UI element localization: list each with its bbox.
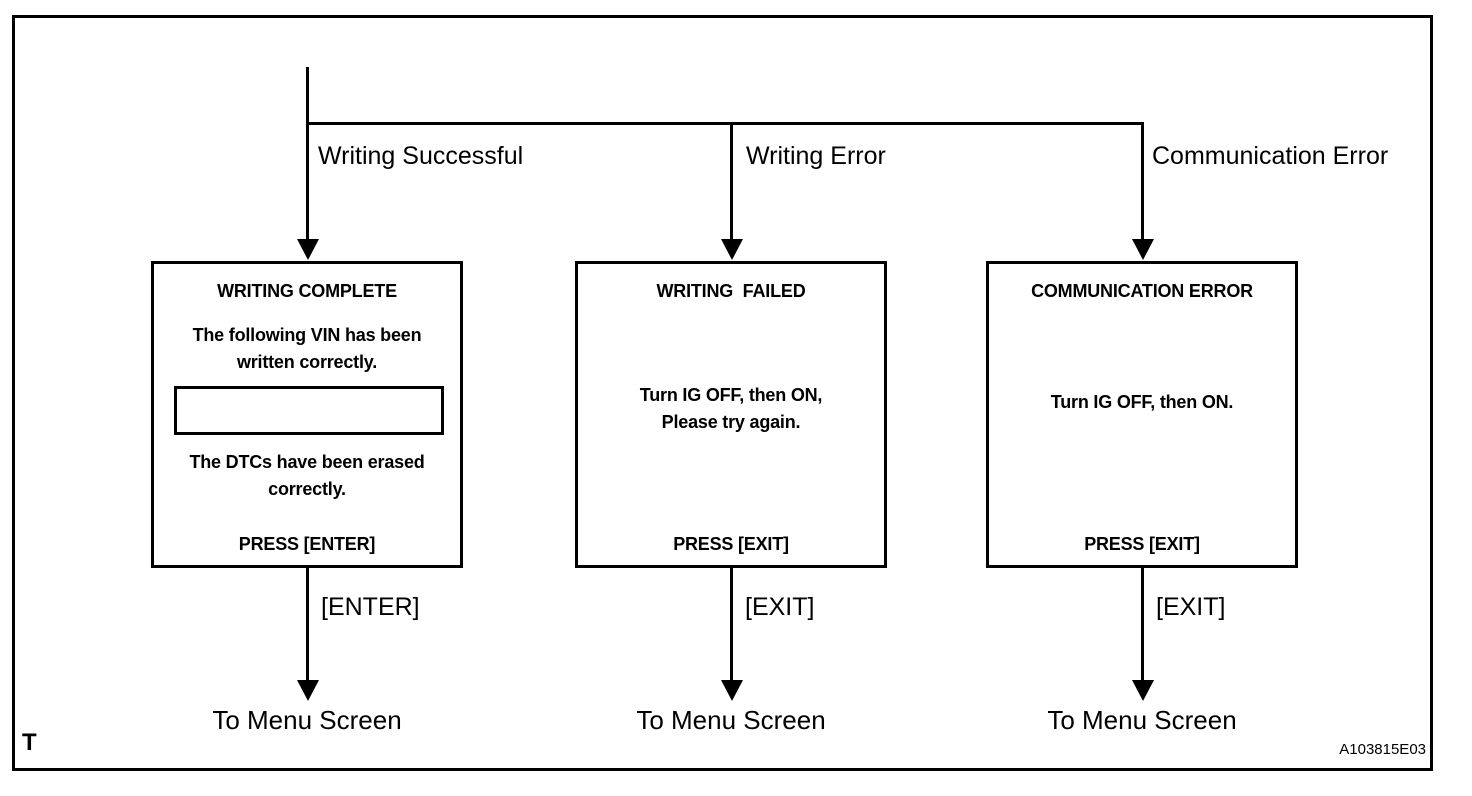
connector-stem-top [306, 67, 309, 241]
key-label-exit-1: [EXIT] [745, 593, 815, 621]
connector-branch-bar [306, 122, 1144, 125]
screen-communication-error: COMMUNICATION ERROR Turn IG OFF, then ON… [986, 261, 1298, 568]
destination-label-1: To Menu Screen [212, 705, 402, 735]
arrowhead-to-menu-2 [720, 680, 743, 701]
vin-field [174, 386, 444, 435]
screen-message-top: The following VIN has been written corre… [192, 325, 422, 372]
diagram-border [12, 15, 1433, 771]
screen-title: COMMUNICATION ERROR [1031, 281, 1253, 301]
screen-writing-complete: WRITING COMPLETE The following VIN has b… [151, 261, 463, 568]
screen-prompt: PRESS [EXIT] [1084, 534, 1200, 554]
arrowhead-into-writing-failed [720, 239, 743, 260]
screen-message: Turn IG OFF, then ON. [1050, 392, 1234, 412]
screen-message-bottom: The DTCs have been erased correctly. [189, 452, 425, 499]
screen-message: Turn IG OFF, then ON, Please try again. [639, 385, 823, 432]
key-label-exit-2: [EXIT] [1156, 593, 1226, 621]
connector-exit-writing-failed [730, 568, 733, 681]
page-corner-marker: T [22, 729, 37, 756]
screen-title: WRITING COMPLETE [217, 281, 397, 301]
key-label-enter: [ENTER] [321, 593, 420, 621]
figure-code: A103815E03 [1339, 741, 1426, 758]
arrowhead-to-menu-1 [296, 680, 319, 701]
branch-label-writing-successful: Writing Successful [318, 142, 524, 170]
arrowhead-to-menu-3 [1131, 680, 1154, 701]
screen-prompt: PRESS [ENTER] [238, 534, 376, 554]
connector-exit-communication-error [1141, 568, 1144, 681]
screen-prompt: PRESS [EXIT] [673, 534, 789, 554]
branch-label-communication-error: Communication Error [1152, 142, 1389, 170]
destination-label-3: To Menu Screen [1047, 705, 1237, 735]
connector-drop-communication-error [1141, 122, 1144, 241]
connector-drop-writing-error [730, 122, 733, 241]
screen-title: WRITING FAILED [656, 281, 806, 301]
screen-writing-failed: WRITING FAILED Turn IG OFF, then ON, Ple… [575, 261, 887, 568]
destination-label-2: To Menu Screen [636, 705, 826, 735]
branch-label-writing-error: Writing Error [746, 142, 886, 170]
connector-exit-writing-complete [306, 568, 309, 681]
arrowhead-into-writing-complete [296, 239, 319, 260]
arrowhead-into-communication-error [1131, 239, 1154, 260]
